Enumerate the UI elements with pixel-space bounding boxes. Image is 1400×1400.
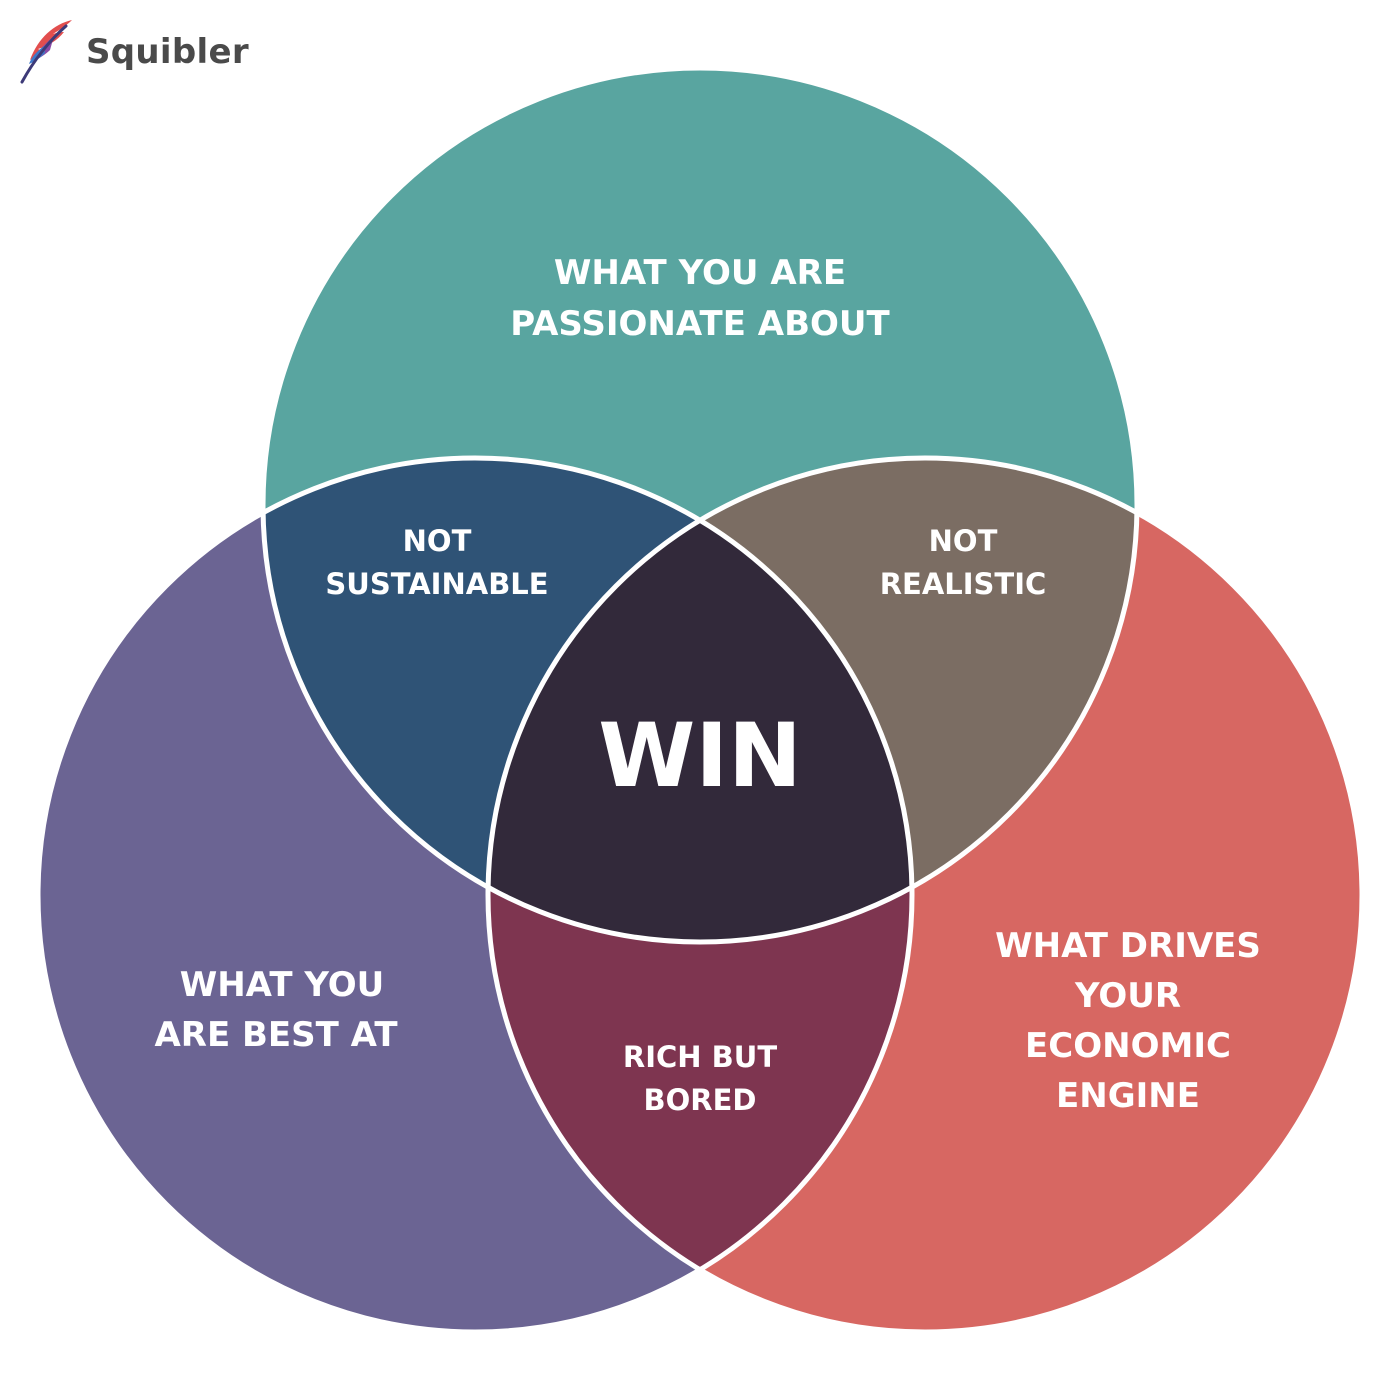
win-label: WIN	[598, 704, 801, 807]
brand-name: Squibler	[86, 32, 249, 72]
passion-label-line1: WHAT YOU ARE	[554, 253, 846, 293]
not-sustainable-label-line2: SUSTAINABLE	[325, 567, 548, 601]
best-at-label-line1: WHAT YOU	[180, 965, 385, 1005]
quill-feather-icon	[20, 20, 72, 84]
not-realistic-label-line2: REALISTIC	[880, 567, 1047, 601]
not-realistic-label-line1: NOT	[929, 524, 998, 558]
economic-label-line3: ECONOMIC	[1025, 1026, 1231, 1066]
economic-label-line1: WHAT DRIVES	[995, 926, 1261, 966]
circle-outlines	[35, 65, 1365, 1335]
rich-but-bored-label-line1: RICH BUT	[623, 1040, 777, 1074]
brand-logo: Squibler	[14, 16, 249, 86]
rich-but-bored-label-line2: BORED	[644, 1083, 757, 1117]
passion-label-line2: PASSIONATE ABOUT	[510, 304, 890, 344]
economic-label-line2: YOUR	[1074, 976, 1181, 1016]
best-at-label-line2: ARE BEST AT	[154, 1015, 398, 1055]
not-sustainable-label-line1: NOT	[403, 524, 472, 558]
economic-label-line4: ENGINE	[1056, 1076, 1200, 1116]
overlap-win	[488, 458, 912, 942]
